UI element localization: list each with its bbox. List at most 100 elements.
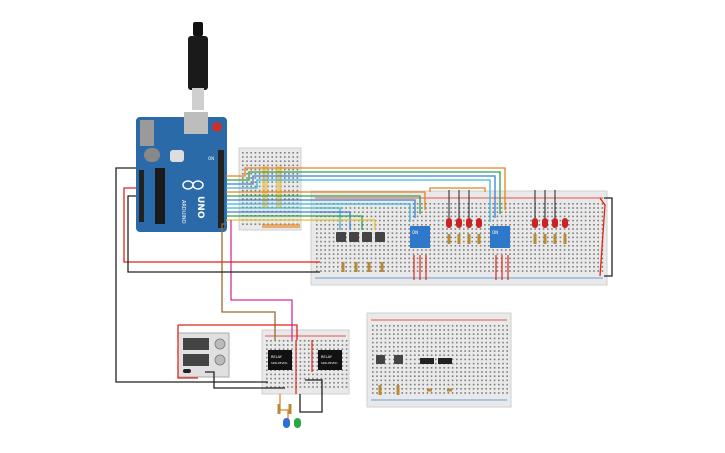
- breadboard-hole: [481, 333, 483, 335]
- breadboard-hole: [471, 249, 473, 251]
- red-leds-group-1: [446, 218, 482, 228]
- breadboard-hole: [477, 346, 479, 348]
- breadboard-hole: [320, 373, 323, 376]
- breadboard-hole: [254, 185, 257, 188]
- breadboard-hole: [493, 333, 496, 335]
- breadboard-hole: [551, 245, 553, 247]
- breadboard-hole: [489, 383, 492, 386]
- breadboard-hole: [534, 245, 536, 247]
- breadboard-hole: [291, 377, 293, 380]
- breadboard-hole: [383, 228, 385, 230]
- breadboard-hole: [589, 261, 591, 264]
- breadboard-hole: [547, 261, 549, 264]
- breadboard-hole: [489, 329, 492, 331]
- breadboard-hole: [481, 358, 483, 361]
- breadboard-hole: [451, 341, 454, 344]
- breadboard-hole: [429, 236, 431, 239]
- breadboard-hole: [408, 232, 410, 234]
- breadboard-hole: [393, 350, 395, 352]
- breadboard-hole: [463, 240, 465, 243]
- breadboard-hole: [568, 211, 570, 213]
- wire-black-right: [604, 197, 613, 277]
- breadboard-hole: [492, 203, 494, 205]
- breadboard-hole: [538, 228, 541, 230]
- breadboard-hole: [380, 346, 382, 348]
- breadboard-hole: [559, 219, 562, 222]
- breadboard-hole: [274, 369, 276, 371]
- breadboard-hole: [589, 236, 591, 239]
- breadboard-hole: [366, 245, 368, 247]
- breadboard-hole: [484, 228, 486, 230]
- breadboard-hole: [601, 207, 604, 209]
- breadboard-hole: [387, 215, 389, 218]
- breadboard-hole: [429, 253, 431, 255]
- breadboard-hole: [576, 261, 578, 264]
- breadboard-hole: [584, 240, 587, 243]
- breadboard-hole: [270, 348, 272, 350]
- breadboard-hole: [498, 383, 500, 386]
- breadboard-hole: [597, 224, 599, 226]
- breadboard-hole: [404, 266, 406, 268]
- breadboard-hole: [493, 341, 496, 344]
- breadboard-hole: [362, 253, 364, 255]
- breadboard-hole: [493, 346, 496, 348]
- breadboard-hole: [437, 253, 440, 255]
- breadboard-hole: [379, 224, 381, 226]
- breadboard-hole: [485, 341, 487, 344]
- breadboard-hole: [246, 189, 248, 192]
- breadboard-hole: [488, 270, 490, 272]
- breadboard-hole: [320, 344, 323, 346]
- breadboard-hole: [458, 232, 461, 234]
- breadboard-hole: [477, 379, 479, 382]
- breadboard-hole: [597, 253, 599, 255]
- breadboard-hole: [464, 375, 466, 377]
- breadboard-hole: [418, 346, 420, 348]
- breadboard-hole: [395, 232, 398, 234]
- breadboard-hole: [418, 333, 420, 335]
- breadboard-hole: [345, 361, 348, 363]
- breadboard-hole: [506, 392, 508, 394]
- breadboard-hole: [435, 358, 437, 361]
- breadboard-hole: [584, 228, 587, 230]
- breadboard-hole: [353, 224, 356, 226]
- breadboard-hole: [463, 219, 465, 222]
- breadboard-hole: [416, 253, 419, 255]
- breadboard-hole: [345, 369, 348, 371]
- breadboard-hole: [303, 344, 306, 346]
- breadboard-hole: [463, 261, 465, 264]
- breadboard-hole: [471, 207, 473, 209]
- breadboard-hole: [442, 211, 444, 213]
- breadboard-hole: [468, 375, 471, 377]
- breadboard-hole: [563, 266, 566, 268]
- breadboard-hole: [242, 152, 244, 154]
- breadboard-hole: [341, 348, 344, 350]
- breadboard-hole: [538, 261, 541, 264]
- breadboard-hole: [589, 245, 591, 247]
- breadboard-hole: [395, 253, 398, 255]
- breadboard-hole: [412, 215, 415, 218]
- breadboard-hole: [513, 219, 515, 222]
- breadboard-hole: [542, 249, 545, 251]
- breadboard-hole: [568, 207, 570, 209]
- breadboard-hole: [521, 224, 524, 226]
- breadboard-hole: [464, 358, 466, 361]
- breadboard-hole: [282, 348, 285, 350]
- breadboard-hole: [362, 207, 364, 209]
- breadboard-hole: [376, 333, 378, 335]
- arduino-model-label: UNO: [195, 196, 205, 219]
- breadboard-hole: [446, 249, 448, 251]
- breadboard-hole: [374, 215, 377, 218]
- breadboard-hole: [421, 257, 423, 260]
- breadboard-hole: [481, 341, 483, 344]
- breadboard-hole: [391, 261, 394, 264]
- breadboard-hole: [383, 261, 385, 264]
- breadboard-hole: [320, 377, 323, 380]
- breadboard-hole: [467, 228, 469, 230]
- breadboard-hole: [584, 257, 587, 260]
- breadboard-hole: [426, 337, 429, 340]
- breadboard-hole: [337, 257, 339, 260]
- breadboard-hole: [254, 173, 257, 175]
- breadboard-hole: [271, 185, 273, 188]
- breadboard-hole: [505, 270, 507, 272]
- breadboard-hole: [308, 340, 310, 342]
